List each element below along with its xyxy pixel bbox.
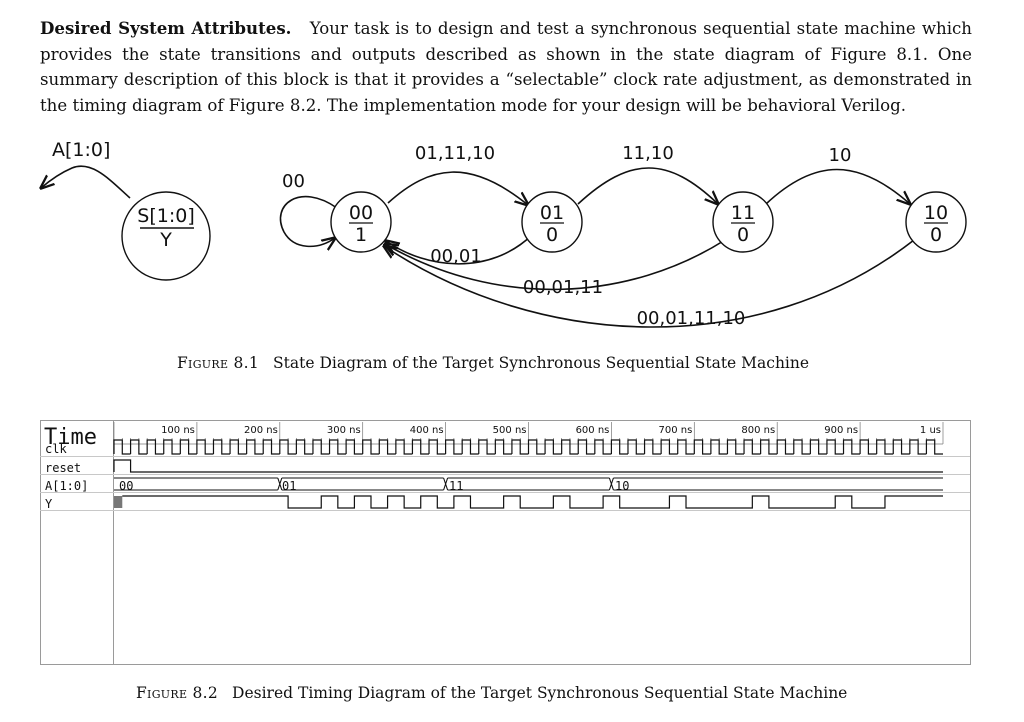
bus-value: 00 bbox=[119, 479, 133, 493]
bus-segment bbox=[447, 477, 610, 491]
time-tick-label: 300 ns bbox=[327, 425, 361, 436]
paragraph-body: Your task is to design and test a synchr… bbox=[40, 19, 972, 115]
state-node-output: 1 bbox=[355, 224, 367, 246]
state-node-output: 0 bbox=[546, 224, 558, 246]
legend-input-label: A[1:0] bbox=[52, 139, 110, 161]
state-node: 11 0 bbox=[712, 191, 774, 253]
state-diagram: A[1:0] S[1:0] Y 00 01,11,10 11,10 10 00,… bbox=[0, 139, 967, 329]
bus-transition bbox=[277, 477, 283, 491]
time-tick-label: 200 ns bbox=[244, 425, 278, 436]
time-tick-label: 500 ns bbox=[493, 425, 527, 436]
bus-transition bbox=[443, 477, 449, 491]
figure-8-2-text: Desired Timing Diagram of the Target Syn… bbox=[232, 684, 848, 702]
legend-state-label: S[1:0] bbox=[137, 205, 194, 227]
bus-segment bbox=[114, 477, 278, 491]
signal-name-clk: clk bbox=[45, 442, 67, 456]
arrow-01-to-11 bbox=[577, 167, 718, 204]
label-11-to-10: 10 bbox=[829, 145, 852, 166]
self-loop-arrow bbox=[279, 195, 337, 247]
bus-value: 11 bbox=[449, 479, 463, 493]
label-self-loop: 00 bbox=[282, 171, 305, 192]
bus-segment bbox=[281, 477, 444, 491]
legend-output-label: Y bbox=[159, 229, 172, 251]
time-tick-label: 900 ns bbox=[824, 425, 858, 436]
bus-value: 01 bbox=[282, 479, 296, 493]
reset-wave bbox=[113, 459, 943, 473]
label-01-to-00: 00,01 bbox=[430, 246, 482, 267]
signal-name-a: A[1:0] bbox=[45, 479, 88, 493]
state-node: 01 0 bbox=[521, 191, 583, 253]
timing-diagram: Time clk reset A[1:0] Y 100 ns 200 ns 300 … bbox=[40, 420, 971, 665]
waveforms: 00 01 11 10 bbox=[113, 439, 943, 509]
y-unknown bbox=[114, 496, 123, 508]
figure-8-2-label: Figure 8.2 bbox=[136, 684, 219, 702]
state-node-name: 01 bbox=[540, 202, 564, 224]
state-node-output: 0 bbox=[930, 224, 942, 246]
bus-segment bbox=[613, 477, 943, 491]
arrow-01-to-00 bbox=[386, 234, 533, 265]
label-10-to-00: 00,01,11,10 bbox=[637, 308, 746, 329]
state-node-name: 00 bbox=[349, 202, 373, 224]
signal-name-y: Y bbox=[45, 497, 53, 511]
label-11-to-00: 00,01,11 bbox=[523, 277, 603, 298]
figure-8-1-text: State Diagram of the Target Synchronous … bbox=[273, 354, 810, 372]
figure-8-1-label: Figure 8.1 bbox=[177, 354, 260, 372]
arrow-11-to-00 bbox=[385, 239, 726, 291]
timing-frame bbox=[40, 420, 971, 665]
time-tick-label: 600 ns bbox=[576, 425, 610, 436]
clk-wave bbox=[113, 439, 943, 455]
state-node-output: 0 bbox=[737, 224, 749, 246]
state-node: 00 1 bbox=[330, 191, 392, 253]
time-tick-label: 1 us bbox=[920, 425, 941, 436]
intro-paragraph: Desired System Attributes. Your task is … bbox=[40, 16, 972, 118]
time-tick-label: 800 ns bbox=[741, 425, 775, 436]
arrow-00-to-01 bbox=[387, 171, 528, 205]
legend-state-circle bbox=[121, 191, 211, 281]
time-tick-label: 400 ns bbox=[410, 425, 444, 436]
label-01-to-11: 11,10 bbox=[622, 143, 674, 164]
time-tick-label: 700 ns bbox=[658, 425, 692, 436]
y-wave bbox=[122, 495, 943, 509]
signal-name-reset: reset bbox=[45, 461, 81, 475]
arrow-11-to-10 bbox=[765, 168, 910, 205]
label-00-to-01: 01,11,10 bbox=[415, 143, 495, 164]
time-header: Time bbox=[44, 425, 97, 450]
figure-8-2-caption: Figure 8.2 Desired Timing Diagram of the … bbox=[136, 684, 847, 702]
arrow-10-to-00 bbox=[384, 239, 915, 328]
state-node: 10 0 bbox=[905, 191, 967, 253]
state-node-name: 11 bbox=[731, 202, 755, 224]
paragraph-heading: Desired System Attributes. bbox=[40, 18, 292, 38]
figure-8-1-caption: Figure 8.1 State Diagram of the Target Sy… bbox=[177, 354, 809, 372]
legend-arrow bbox=[41, 165, 131, 199]
bus-value: 10 bbox=[615, 479, 629, 493]
state-node-name: 10 bbox=[924, 202, 948, 224]
time-tick-label: 100 ns bbox=[161, 425, 195, 436]
bus-transition bbox=[608, 477, 614, 491]
